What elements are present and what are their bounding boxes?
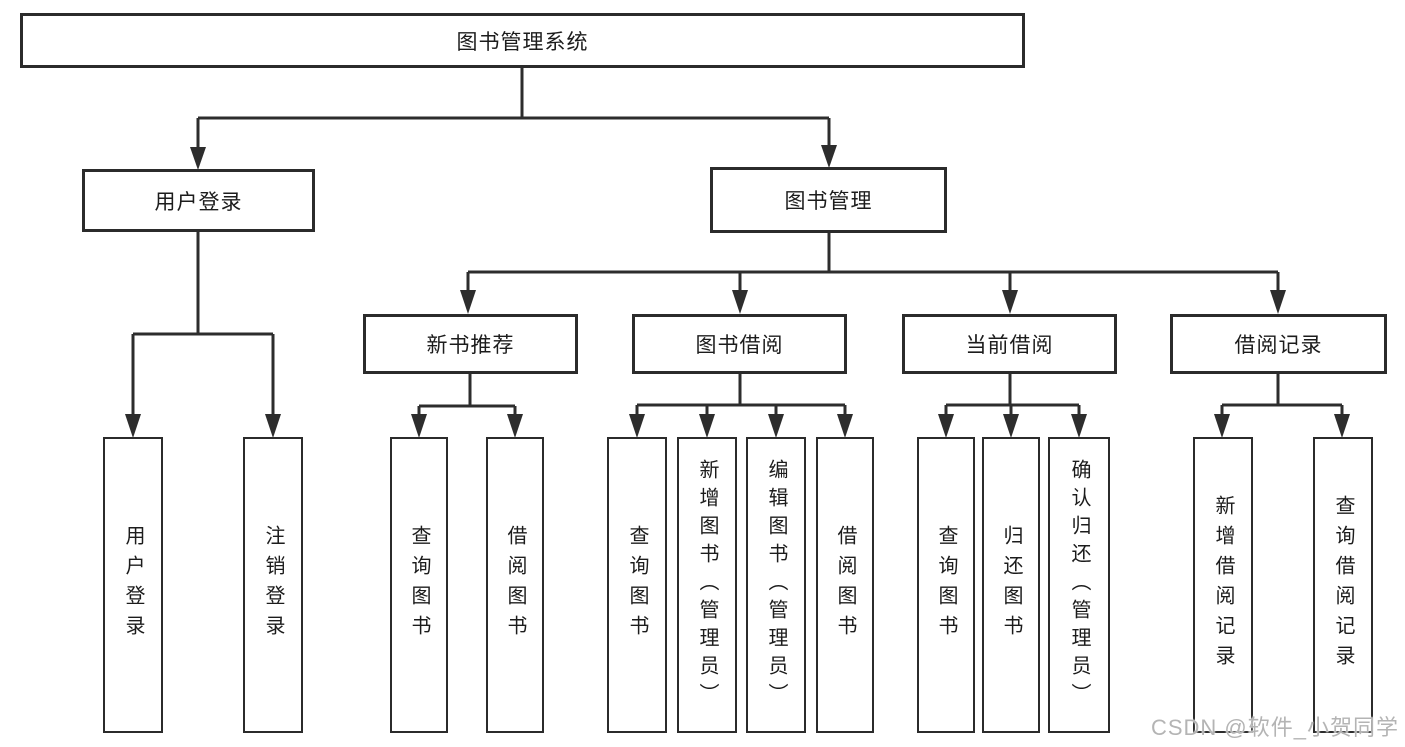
- leaf-current-query-books-label: 查询图书: [935, 525, 957, 645]
- leaf-records-add-record-label: 新增借阅记录: [1212, 495, 1234, 675]
- node-book-borrow: 图书借阅: [632, 314, 847, 374]
- leaf-borrow-query-books: 查询图书: [607, 437, 667, 733]
- node-book-management-label: 图书管理: [784, 190, 873, 213]
- leaf-newbook-query-books: 查询图书: [390, 437, 448, 733]
- leaf-borrow-query-books-label: 查询图书: [626, 525, 648, 645]
- leaf-current-return-books: 归还图书: [982, 437, 1040, 733]
- leaf-current-confirm-return-admin-label: 确认归还（管理员）: [1068, 459, 1090, 711]
- leaf-newbook-borrow-books: 借阅图书: [486, 437, 544, 733]
- node-new-book-recommend-label: 新书推荐: [426, 334, 515, 357]
- node-new-book-recommend: 新书推荐: [363, 314, 578, 374]
- leaf-borrow-edit-books-admin-label: 编辑图书（管理员）: [765, 459, 787, 711]
- node-book-borrow-label: 图书借阅: [695, 334, 784, 357]
- node-current-borrow-label: 当前借阅: [965, 334, 1054, 357]
- node-root-label: 图书管理系统: [456, 30, 589, 54]
- leaf-logout: 注销登录: [243, 437, 303, 733]
- leaf-logout-label: 注销登录: [262, 525, 284, 645]
- leaf-current-query-books: 查询图书: [917, 437, 975, 733]
- leaf-user-login: 用户登录: [103, 437, 163, 733]
- csdn-watermark: CSDN @软件_小贺同学: [1150, 715, 1399, 740]
- leaf-borrow-add-books-admin: 新增图书（管理员）: [677, 437, 737, 733]
- node-borrow-records: 借阅记录: [1170, 314, 1387, 374]
- node-user-login: 用户登录: [82, 169, 315, 232]
- node-current-borrow: 当前借阅: [902, 314, 1117, 374]
- leaf-newbook-query-books-label: 查询图书: [408, 525, 430, 645]
- leaf-records-query-record-label: 查询借阅记录: [1332, 495, 1354, 675]
- leaf-borrow-borrow-books: 借阅图书: [816, 437, 874, 733]
- node-book-management: 图书管理: [710, 167, 947, 233]
- leaf-records-query-record: 查询借阅记录: [1313, 437, 1373, 733]
- node-borrow-records-label: 借阅记录: [1234, 334, 1323, 357]
- leaf-borrow-edit-books-admin: 编辑图书（管理员）: [746, 437, 806, 733]
- leaf-current-confirm-return-admin: 确认归还（管理员）: [1048, 437, 1110, 733]
- leaf-newbook-borrow-books-label: 借阅图书: [504, 525, 526, 645]
- leaf-user-login-label: 用户登录: [122, 525, 144, 645]
- node-root: 图书管理系统: [20, 13, 1025, 68]
- leaf-current-return-books-label: 归还图书: [1000, 525, 1022, 645]
- leaf-records-add-record: 新增借阅记录: [1193, 437, 1253, 733]
- leaf-borrow-borrow-books-label: 借阅图书: [834, 525, 856, 645]
- node-user-login-label: 用户登录: [154, 190, 243, 214]
- leaf-borrow-add-books-admin-label: 新增图书（管理员）: [696, 459, 718, 711]
